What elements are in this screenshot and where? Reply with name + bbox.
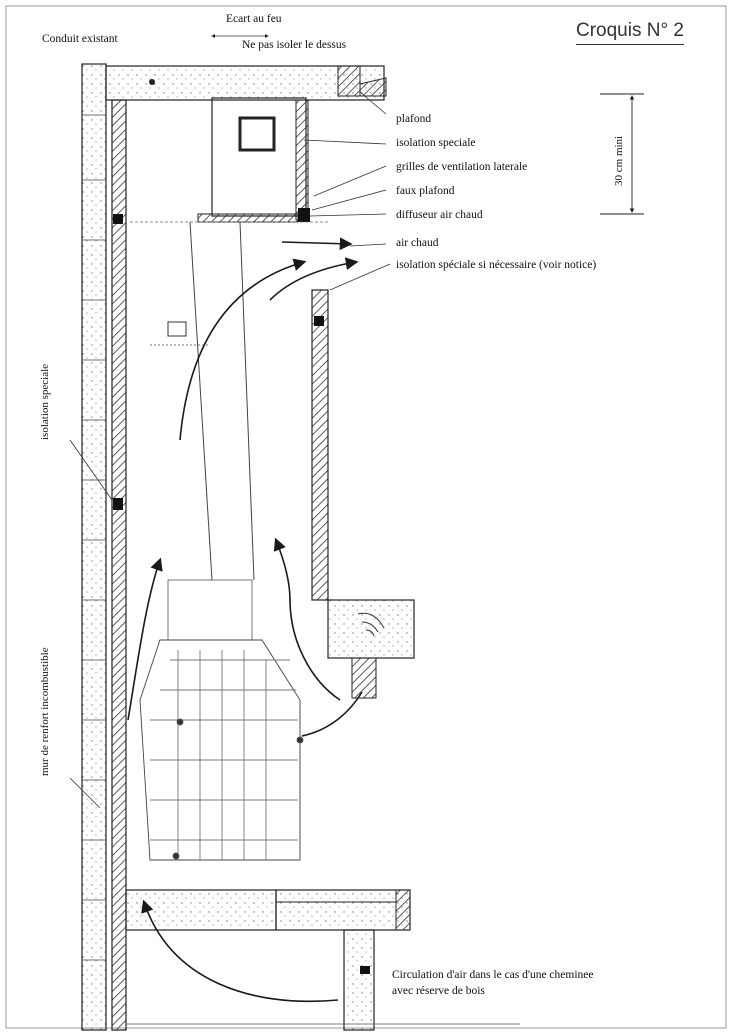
- wall-marker: [113, 498, 123, 510]
- label-plafond: plafond: [396, 113, 432, 125]
- label-isolation-speciale: isolation speciale: [396, 137, 476, 149]
- label-mur-de-renfort: mur de renfort incombustible: [39, 647, 51, 776]
- label-circulation-line2: avec réserve de bois: [392, 985, 485, 997]
- firebox-insert: [139, 579, 304, 861]
- hood-right-wall: [311, 289, 415, 699]
- existing-wall: [81, 63, 107, 1031]
- flue-pipe: [150, 221, 255, 581]
- hood-upper: [130, 97, 330, 223]
- air-flow-arrows: [127, 237, 363, 1003]
- dimension-30cm: [600, 93, 644, 215]
- label-faux-plafond: faux plafond: [396, 185, 455, 197]
- wall-marker: [113, 214, 123, 224]
- label-isolation-speciale-vertical: isolation speciale: [39, 363, 51, 440]
- ceiling-slab: [105, 65, 387, 101]
- label-air-chaud: air chaud: [396, 237, 439, 249]
- label-diffuseur-air-chaud: diffuseur air chaud: [396, 209, 483, 221]
- page-title: Croquis N° 2: [576, 20, 684, 45]
- label-circulation-line1: Circulation d'air dans le cas d'une chem…: [392, 969, 594, 981]
- label-ne-pas-isoler: Ne pas isoler le dessus: [242, 39, 347, 51]
- label-leaders: [69, 34, 391, 809]
- label-ecart-au-feu: Ecart au feu: [226, 13, 282, 25]
- hearth-slab: [125, 889, 411, 1031]
- label-conduit-existant: Conduit existant: [42, 33, 118, 45]
- reinforcement-wall: [111, 99, 127, 1031]
- label-isolation-speciale-notice: isolation spéciale si nécessaire (voir n…: [396, 259, 597, 271]
- label-cote-30cm: 30 cm mini: [613, 135, 625, 186]
- label-grilles-ventilation: grilles de ventilation laterale: [396, 161, 528, 173]
